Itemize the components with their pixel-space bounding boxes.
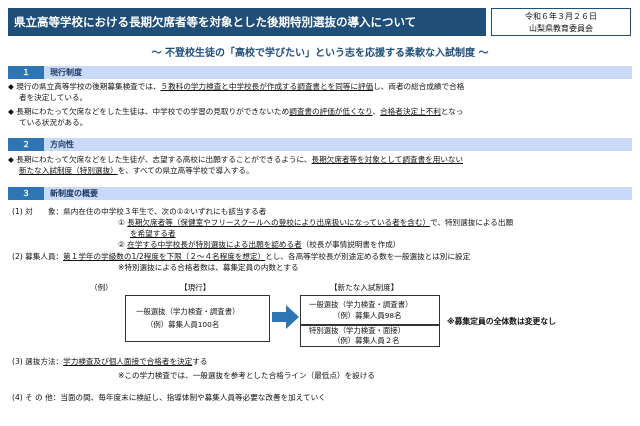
underlined-text: 学力検査及び個人面接で合格者を決定	[63, 357, 193, 366]
section-1-header: １ 現行制度	[8, 66, 632, 79]
text-span: で、特別選抜による出願	[430, 218, 514, 227]
arrow-right-icon	[272, 305, 299, 329]
new-line-2: （例）募集人員98名	[333, 311, 402, 320]
section-3-number: ３	[8, 187, 44, 200]
underlined-text: 第１学年の学級数の1/2程度を下限（２～４名程度を想定）	[63, 252, 266, 261]
text-line: ている状況がある。	[19, 118, 88, 127]
capacity-unchanged-note: ※募集定員の全体数は変更なし	[447, 317, 556, 326]
text-span: となっ	[440, 107, 464, 116]
new-line-1: 一般選抜（学力検査・調査書）	[309, 300, 413, 309]
condition-1-cont: を希望する者	[130, 228, 176, 239]
date-text: 令和６年３月２６日	[525, 12, 597, 21]
capacity-line: (2) 募集人員：第１学年の学級数の1/2程度を下限（２～４名程度を想定）とし、…	[12, 251, 470, 262]
text-span: (2) 募集人員：	[12, 252, 64, 261]
subtitle: ～ 不登校生徒の「高校で学びたい」という志を応援する柔軟な入試制度 ～	[151, 48, 489, 59]
selection-note: ※この学力検査では、一般選抜を参考とした合格ライン（最低点）を設ける	[118, 371, 375, 380]
current-line-1: 一般選抜（学力検査・調査書）	[136, 307, 240, 316]
text-span: ◆ 長期にわたって欠席などをした生徒が、志望する高校に出願することができるように…	[8, 155, 312, 164]
current-system-box: 一般選抜（学力検査・調査書） （例）募集人員100名	[125, 295, 270, 342]
current-line-2: （例）募集人員100名	[146, 320, 220, 329]
target-line: (1) 対 象：県内在住の中学校３年生で、次の①②いずれにも該当する者	[12, 207, 267, 216]
section-2-number: ２	[8, 138, 44, 151]
new-label: 【新たな入試制度】	[330, 283, 399, 292]
new-line-4: （例）募集人員２名	[333, 336, 400, 345]
underlined-text: 新たな入試制度（特別選抜）	[19, 166, 118, 175]
condition-1: ① 長期欠席者等（保健室やフリースクールへの登校により出席扱いになっている者を含…	[118, 217, 513, 228]
page-title: 県立高等学校における長期欠席者等を対象とした後期特別選抜の導入について	[8, 8, 486, 36]
underlined-text: 長期欠席者等（保健室やフリースクールへの登校により出席扱いになっている者を含む）	[127, 218, 431, 227]
text-span: ◆ 現行の県立高等学校の後期募集検査では、	[8, 82, 161, 91]
capacity-note: ※特別選抜による合格者数は、募集定員の内数とする	[118, 263, 299, 272]
org-text: 山梨県教育委員会	[529, 24, 593, 33]
section-2-title: 方向性	[50, 140, 74, 149]
current-label: 【現行】	[180, 283, 211, 292]
text-span: 、	[372, 107, 381, 116]
underlined-text: 合格者決定上不利	[380, 107, 441, 116]
underlined-text: を希望する者	[130, 229, 176, 238]
selection-method-line: (3) 選抜方法：学力検査及び個人面接で合格者を決定する	[12, 356, 207, 367]
text-span: ①	[118, 218, 128, 227]
underlined-text: 在学する中学校長が特別選抜による出願を認める者	[127, 240, 302, 249]
text-span: する	[192, 357, 208, 366]
section-1-bullet-1: ◆ 現行の県立高等学校の後期募集検査では、５教科の学力検査と中学校長が作成する調…	[8, 81, 464, 103]
example-label: （例）	[90, 283, 113, 292]
new-special-box: 特別選抜（学力検査・面接） （例）募集人員２名	[300, 325, 440, 347]
section-1-bullet-2: ◆ 長期にわたって欠席などをした生徒は、中学校での学習の見取りができないため調査…	[8, 106, 463, 128]
underlined-text: 調査書の評価が低くなり	[289, 107, 373, 116]
date-box: 令和６年３月２６日 山梨県教育委員会	[491, 8, 631, 36]
section-1-number: １	[8, 66, 44, 79]
text-span: ②	[118, 240, 128, 249]
new-line-3: 特別選抜（学力検査・面接）	[309, 326, 406, 335]
text-span: を、すべての県立高等学校で導入する。	[117, 166, 254, 175]
underlined-text: ５教科の学力検査と中学校長が作成する調査書とを同等に評価	[160, 82, 374, 91]
text-span: （校長が事情説明書を作成）	[301, 240, 401, 249]
text-span: (3) 選抜方法：	[12, 357, 64, 366]
text-line: 者を決定している。	[19, 93, 88, 102]
underlined-text: 長期欠席者等を対象として調査書を用いない	[311, 155, 464, 164]
section-3-header: ３ 新制度の概要	[8, 187, 632, 200]
new-general-box: 一般選抜（学力検査・調査書） （例）募集人員98名	[300, 295, 440, 325]
section-3-title: 新制度の概要	[50, 189, 98, 198]
condition-2: ② 在学する中学校長が特別選抜による出願を認める者（校長が事情説明書を作成）	[118, 239, 400, 250]
text-span: し、両者の総合成績で合格	[373, 82, 465, 91]
section-1-title: 現行制度	[50, 68, 82, 77]
section-2-bullet-1: ◆ 長期にわたって欠席などをした生徒が、志望する高校に出願することができるように…	[8, 154, 463, 176]
text-span: ◆ 長期にわたって欠席などをした生徒は、中学校での学習の見取りができないため	[8, 107, 290, 116]
text-span: とし、各高等学校長が別途定める数を一般選抜とは別に設定	[265, 252, 471, 261]
section-2-header: ２ 方向性	[8, 138, 632, 151]
other-line: (4) そ の 他：当面の間、毎年度末に検証し、指導体制や募集人員等必要な改善を…	[12, 393, 326, 402]
